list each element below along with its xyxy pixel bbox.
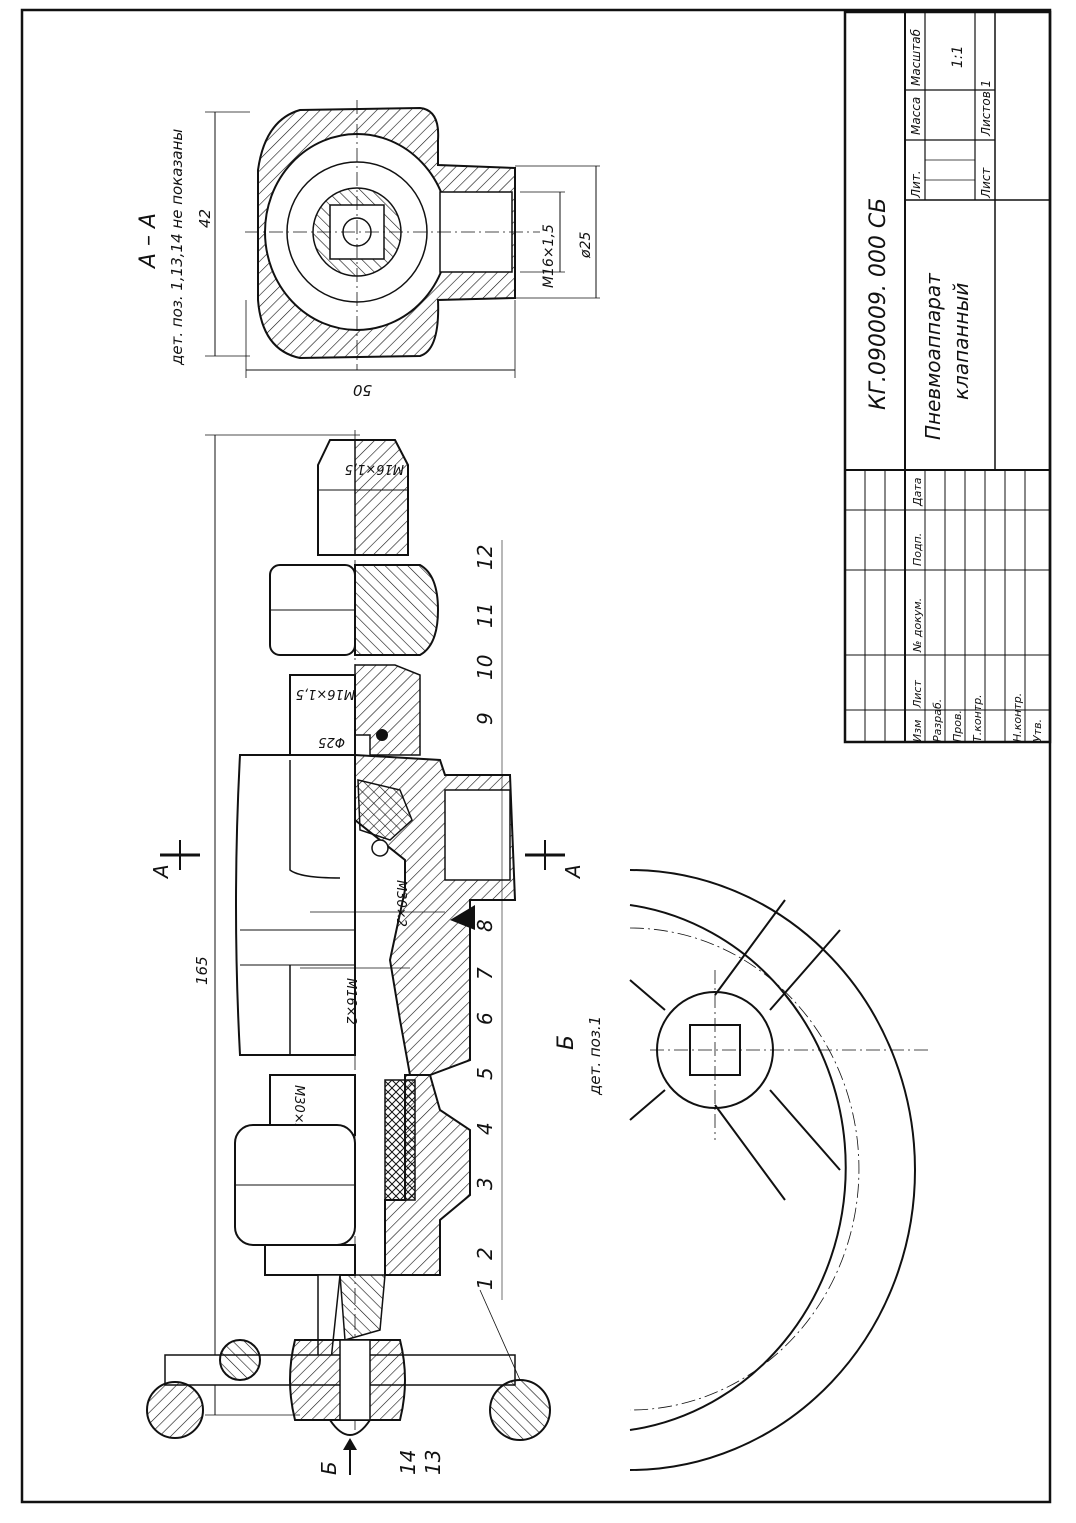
position-12: 12 bbox=[473, 545, 497, 570]
thread-body: M30×2 bbox=[393, 880, 408, 927]
sheets-label: Листов 1 bbox=[979, 80, 993, 137]
sheet-frame bbox=[20, 8, 1052, 1504]
section-a-a-view: А – А дет. поз. 1,13,14 не показаны 42 5… bbox=[136, 100, 600, 399]
view-b-title: Б bbox=[554, 1035, 579, 1050]
view-b-note: дет. поз.1 bbox=[586, 1016, 604, 1096]
product-name-line1: Пневмоаппарат bbox=[921, 272, 945, 440]
position-10: 10 bbox=[473, 655, 497, 680]
position-9: 9 bbox=[473, 712, 497, 725]
col-lit: Лит. bbox=[909, 170, 923, 199]
position-3: 3 bbox=[473, 1177, 497, 1190]
rev-header-date: Дата bbox=[911, 477, 924, 507]
view-arrow-label: Б bbox=[317, 1461, 341, 1475]
position-6: 6 bbox=[473, 1012, 497, 1025]
designation: КГ.090009. 000 СБ bbox=[866, 198, 891, 410]
position-4: 4 bbox=[473, 1122, 497, 1135]
section-diameter: ø25 bbox=[578, 232, 594, 259]
handwheel-section bbox=[146, 1339, 551, 1441]
rev-header-sign: Подп. bbox=[911, 533, 924, 566]
scale-value: 1:1 bbox=[950, 45, 966, 68]
rev-header-list: Лист bbox=[911, 680, 924, 709]
section-thread: M16×1,5 bbox=[541, 224, 557, 288]
position-2: 2 bbox=[473, 1247, 497, 1260]
view-b-handwheel: Б дет. поз.1 bbox=[554, 869, 930, 1471]
position-5: 5 bbox=[473, 1067, 497, 1080]
role-prov: Пров. bbox=[951, 710, 964, 742]
section-dim-width: 50 bbox=[353, 381, 372, 399]
overall-length: 165 bbox=[193, 956, 211, 985]
rev-header-izm: Изм bbox=[911, 720, 924, 742]
position-13: 13 bbox=[421, 1450, 445, 1475]
cut-label-right: А bbox=[561, 864, 585, 880]
section-dim-height: 42 bbox=[196, 209, 214, 228]
title-block: КГ.090009. 000 СБ Пневмоаппарат клапанны… bbox=[843, 10, 1052, 744]
thread-spindle: M16×2 bbox=[343, 978, 358, 1025]
position-14: 14 bbox=[396, 1450, 420, 1475]
thread-inner-small: M16×1,5 bbox=[296, 686, 355, 701]
main-assembly-view: 165 M16×1,5 M16×1,5 Φ25 M30×2 M16×2 bbox=[146, 430, 585, 1475]
role-nkontr: Н.контр. bbox=[1011, 693, 1024, 742]
cut-label-left: А bbox=[149, 864, 173, 880]
thread-cap: M30×2 bbox=[291, 1085, 306, 1132]
section-title: А – А bbox=[136, 213, 161, 270]
col-mass: Масса bbox=[909, 97, 923, 135]
thread-outlet: M16×1,5 bbox=[345, 461, 404, 476]
section-note: дет. поз. 1,13,14 не показаны bbox=[168, 129, 186, 366]
rev-header-doc: № докум. bbox=[911, 598, 924, 653]
position-8: 8 bbox=[473, 919, 497, 932]
position-11: 11 bbox=[473, 603, 497, 628]
col-scale: Масштаб bbox=[909, 28, 923, 86]
position-callouts: 1 2 3 4 5 6 7 8 9 10 11 12 13 14 bbox=[396, 540, 521, 1475]
role-tkontr: Т.контр. bbox=[971, 694, 984, 742]
position-7: 7 bbox=[473, 967, 497, 980]
role-utv: Утв. bbox=[1031, 719, 1044, 742]
product-name-line2: клапанный bbox=[949, 283, 973, 400]
position-1: 1 bbox=[473, 1277, 497, 1290]
role-razrab: Разраб. bbox=[931, 699, 944, 742]
bore-diameter: Φ25 bbox=[318, 734, 345, 749]
sheet-label: Лист bbox=[979, 167, 993, 199]
